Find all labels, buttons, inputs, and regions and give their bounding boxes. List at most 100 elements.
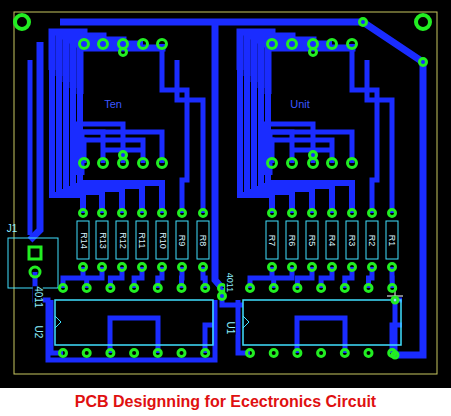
pad: [158, 159, 167, 168]
part-name: R13: [97, 232, 106, 249]
trace: [270, 132, 352, 175]
part-name: R6: [287, 234, 296, 246]
connector-outline: [8, 238, 58, 288]
trace: [268, 140, 332, 175]
pad: [341, 350, 348, 357]
pad: [60, 350, 67, 357]
pad: [328, 40, 337, 49]
resistor-symbol: [366, 221, 378, 259]
part-name: R1: [387, 234, 396, 246]
pad: [288, 159, 297, 168]
trace: [28, 60, 33, 235]
pad: [107, 285, 114, 292]
pad: [349, 264, 356, 271]
part-name: R14: [78, 232, 87, 249]
pad: [99, 40, 108, 49]
resistor-symbol: [116, 221, 128, 259]
resistor-symbol: [156, 221, 168, 259]
trace: [82, 132, 162, 175]
pad: [392, 297, 398, 303]
pad: [328, 159, 337, 168]
pad: [119, 210, 126, 217]
pad: [268, 40, 277, 49]
pad: [200, 264, 207, 271]
pad: [389, 264, 396, 271]
resistor-symbol: [136, 221, 148, 259]
pad: [159, 210, 166, 217]
resistor-symbol: [197, 221, 209, 259]
pad: [369, 210, 376, 217]
pad: [159, 264, 166, 271]
caption-ground: [0, 388, 451, 416]
mounting-hole: [416, 15, 430, 29]
pad: [139, 159, 148, 168]
pad: [139, 264, 146, 271]
pads: [15, 15, 430, 358]
trace: [268, 94, 352, 213]
trace: [110, 318, 158, 353]
ic-outline: [55, 300, 213, 345]
board-outline: [14, 12, 437, 374]
pad: [420, 59, 427, 66]
pad: [80, 159, 89, 168]
part-name: R2: [367, 234, 376, 246]
resistor-symbol: [386, 221, 398, 259]
pad: [329, 210, 336, 217]
pad: [83, 350, 90, 357]
pad: [310, 152, 317, 159]
part-name: R8: [198, 234, 207, 246]
pad: [294, 285, 301, 292]
pad: [99, 210, 106, 217]
pad: [288, 40, 297, 49]
pad: [365, 350, 372, 357]
pad: [289, 264, 296, 271]
pad: [131, 350, 138, 357]
pad: [247, 285, 254, 292]
pad: [309, 264, 316, 271]
pad: [200, 210, 207, 217]
pad: [389, 285, 396, 292]
part-name: R12: [117, 232, 126, 249]
trace: [80, 140, 143, 175]
pad: [360, 19, 367, 26]
pad: [99, 159, 108, 168]
part-name: R9: [177, 234, 186, 246]
pad: [80, 40, 89, 49]
pad: [139, 40, 148, 49]
part-name: U1: [225, 322, 235, 335]
pad: [178, 285, 185, 292]
pad: [119, 264, 126, 271]
pad: [309, 210, 316, 217]
square-pad: [29, 247, 41, 259]
silkscreen: [8, 221, 403, 345]
pad: [139, 210, 146, 217]
trace: [60, 22, 423, 355]
part-name: J1: [7, 224, 18, 234]
pad: [202, 285, 209, 292]
pad: [269, 210, 276, 217]
pad: [270, 285, 277, 292]
pad: [219, 293, 226, 300]
pad: [99, 264, 106, 271]
part-name: 4011: [225, 272, 234, 291]
pad: [348, 159, 357, 168]
pad: [294, 350, 301, 357]
resistor-symbol: [346, 221, 358, 259]
part-name: 4011: [33, 286, 43, 308]
display-label: Unit: [290, 99, 310, 110]
trace: [80, 44, 162, 94]
trace: [35, 272, 215, 360]
pad: [178, 350, 185, 357]
resistor-symbol: [286, 221, 298, 259]
pad: [289, 210, 296, 217]
pad: [341, 285, 348, 292]
part-name: R11: [138, 232, 147, 248]
pad: [365, 285, 372, 292]
trace: [268, 44, 352, 94]
resistor-symbol: [326, 221, 338, 259]
pad: [268, 159, 277, 168]
pad: [120, 49, 127, 56]
part-name: R10: [157, 232, 166, 249]
pad: [202, 350, 209, 357]
pad: [158, 40, 167, 49]
